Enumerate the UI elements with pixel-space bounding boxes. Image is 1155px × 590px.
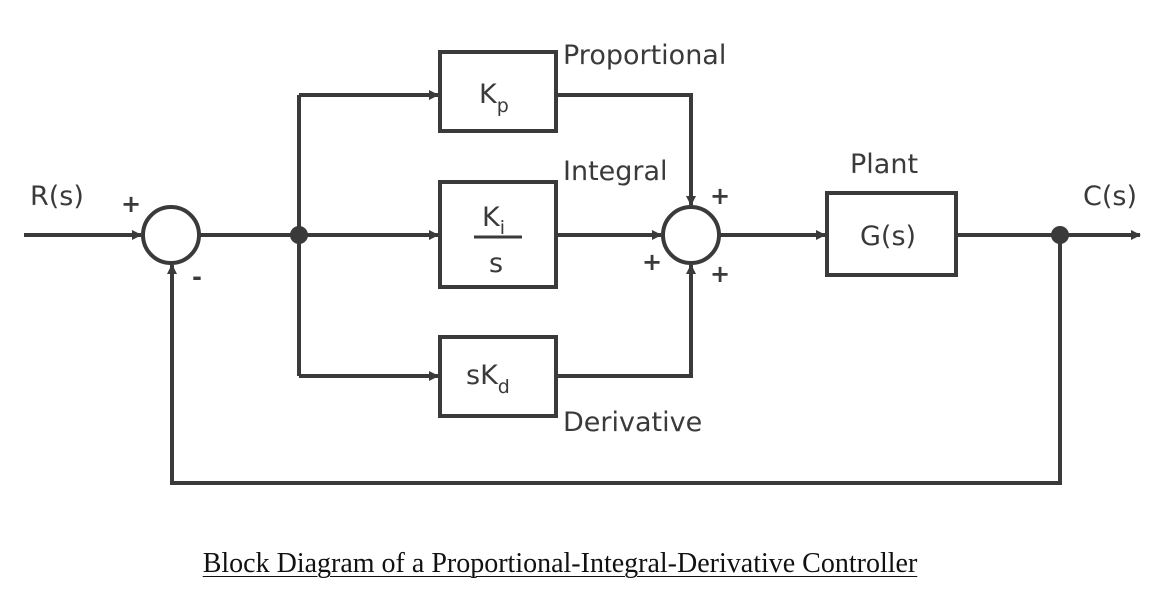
ki-numerator: Ki <box>482 202 505 239</box>
sum2-left-sign: + <box>642 248 662 276</box>
proportional-label: Proportional <box>563 40 726 71</box>
summing-junction-pid <box>661 205 721 265</box>
kp-text: Kp <box>479 79 509 117</box>
ki-denominator: s <box>489 248 503 279</box>
sum1-plus-sign: + <box>121 190 141 218</box>
kp-output-line <box>556 93 696 206</box>
summing-junction-error <box>141 205 201 265</box>
plant-tf-text: G(s) <box>860 221 916 252</box>
input-label: R(s) <box>30 181 84 212</box>
sum2-bottom-sign: + <box>710 260 730 288</box>
proportional-block <box>438 50 558 133</box>
output-branch-point <box>1051 226 1069 244</box>
feedback-line <box>167 235 1062 485</box>
plant-label: Plant <box>850 149 918 180</box>
sum1-minus-sign: - <box>192 263 202 291</box>
kd-output-line <box>556 264 696 378</box>
diagram-caption: Block Diagram of a Proportional-Integral… <box>202 548 918 579</box>
sum2-top-sign: + <box>710 182 730 210</box>
kd-text: sKd <box>466 360 510 398</box>
branch-point <box>290 226 308 244</box>
output-label: C(s) <box>1083 181 1137 212</box>
derivative-label: Derivative <box>563 407 702 438</box>
integral-label: Integral <box>563 156 668 187</box>
